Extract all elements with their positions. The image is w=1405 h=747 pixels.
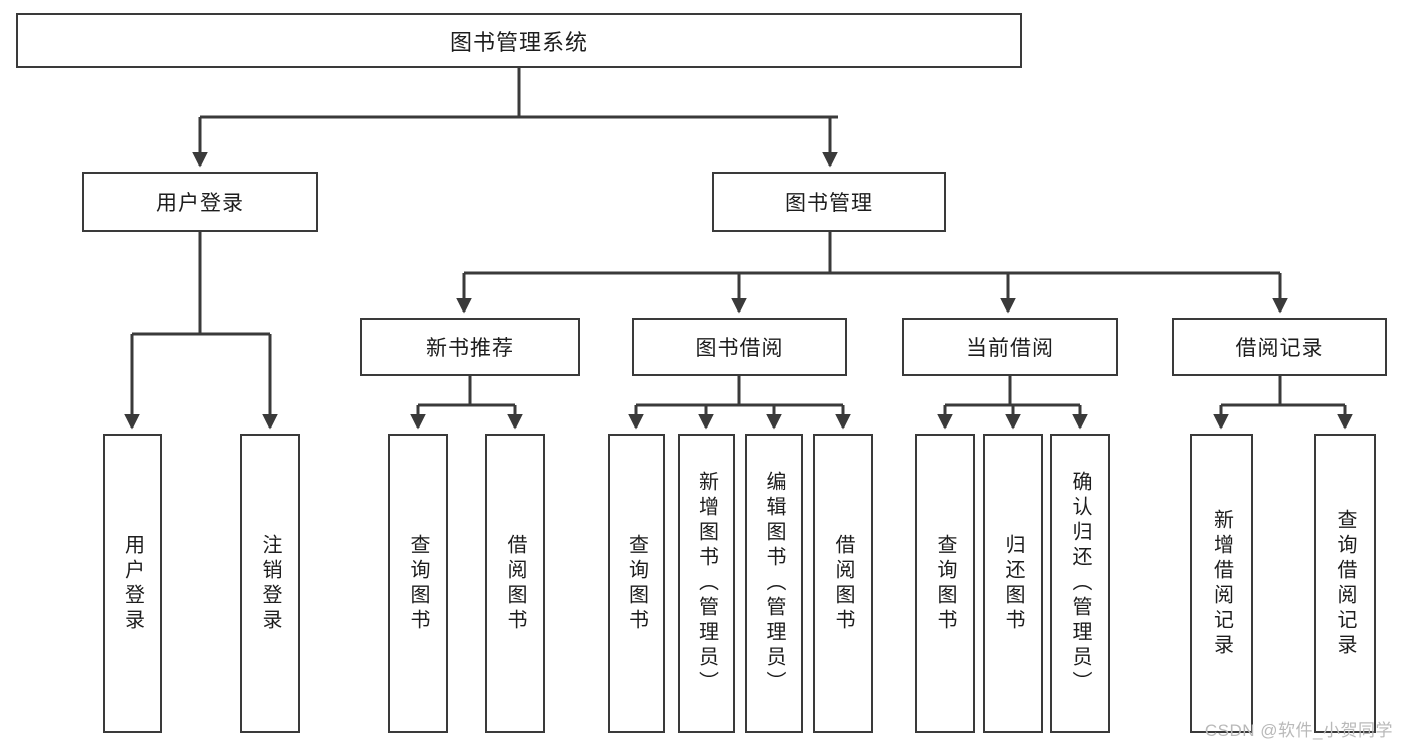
node-current-borrow-label: 当前借阅 xyxy=(966,337,1054,360)
leaf-label: 查询借阅记录 xyxy=(1334,508,1356,659)
node-book-borrow[interactable]: 图书借阅 xyxy=(632,318,847,376)
leaf-label: 归还图书 xyxy=(1002,533,1024,634)
node-user-login-label: 用户登录 xyxy=(156,192,244,215)
node-borrow-record[interactable]: 借阅记录 xyxy=(1172,318,1387,376)
leaf-user-login[interactable]: 用户登录 xyxy=(103,434,162,733)
leaf-add-book-admin[interactable]: 新增图书（管理员） xyxy=(678,434,735,733)
leaf-edit-book-admin[interactable]: 编辑图书（管理员） xyxy=(745,434,803,733)
leaf-label: 注销登录 xyxy=(259,533,281,634)
node-book-management-label: 图书管理 xyxy=(785,192,873,215)
node-current-borrow[interactable]: 当前借阅 xyxy=(902,318,1118,376)
node-root[interactable]: 图书管理系统 xyxy=(16,13,1022,68)
leaf-label: 查询图书 xyxy=(407,533,429,634)
leaf-query-book-current[interactable]: 查询图书 xyxy=(915,434,975,733)
leaf-label: 新增借阅记录 xyxy=(1210,508,1233,659)
leaf-label: 查询图书 xyxy=(625,533,648,634)
leaf-label: 新增图书（管理员） xyxy=(695,471,718,696)
leaf-confirm-return-admin[interactable]: 确认归还（管理员） xyxy=(1050,434,1110,733)
leaf-label: 编辑图书（管理员） xyxy=(763,471,785,696)
node-root-label: 图书管理系统 xyxy=(449,29,588,55)
leaf-query-book-newbook[interactable]: 查询图书 xyxy=(388,434,448,733)
node-book-management[interactable]: 图书管理 xyxy=(712,172,946,232)
leaf-label: 借阅图书 xyxy=(504,533,526,634)
node-book-borrow-label: 图书借阅 xyxy=(695,337,784,360)
leaf-borrow-book[interactable]: 借阅图书 xyxy=(813,434,873,733)
leaf-label: 借阅图书 xyxy=(832,533,854,634)
leaf-label: 查询图书 xyxy=(934,533,956,634)
node-new-book-recommend-label: 新书推荐 xyxy=(426,337,514,360)
node-borrow-record-label: 借阅记录 xyxy=(1235,337,1324,360)
node-new-book-recommend[interactable]: 新书推荐 xyxy=(360,318,580,376)
leaf-label: 确认归还（管理员） xyxy=(1069,471,1091,696)
leaf-query-borrow-record[interactable]: 查询借阅记录 xyxy=(1314,434,1376,733)
leaf-return-book[interactable]: 归还图书 xyxy=(983,434,1043,733)
leaf-query-book-borrow[interactable]: 查询图书 xyxy=(608,434,665,733)
leaf-label: 用户登录 xyxy=(121,533,144,634)
node-user-login[interactable]: 用户登录 xyxy=(82,172,318,232)
leaf-borrow-book-newbook[interactable]: 借阅图书 xyxy=(485,434,545,733)
leaf-logout-login[interactable]: 注销登录 xyxy=(240,434,300,733)
leaf-add-borrow-record[interactable]: 新增借阅记录 xyxy=(1190,434,1253,733)
watermark: CSDN @软件_小贺同学 xyxy=(1204,721,1393,740)
